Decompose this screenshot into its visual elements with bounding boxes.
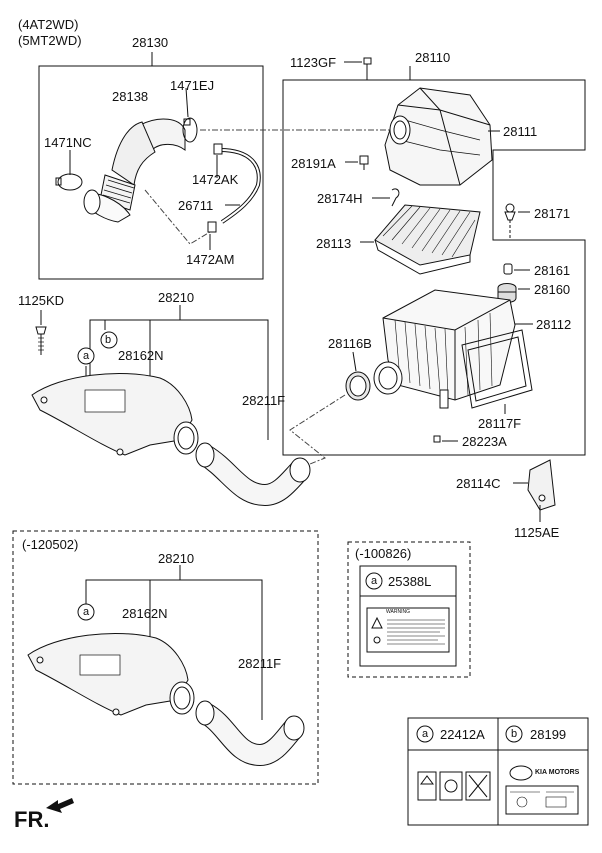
air-duct-28138-icon	[83, 118, 186, 223]
circle-letter-a: a	[83, 350, 90, 362]
clamp-1471EJ-icon	[182, 117, 198, 143]
callout-28162N: 28162N	[118, 348, 164, 363]
legend-letter-b: b	[511, 728, 518, 740]
callout-28138: 28138	[112, 89, 149, 104]
callout-1472AM: 1472AM	[186, 252, 235, 267]
warning-label-text: WARNING	[386, 609, 410, 615]
callout-1471NC: 1471NC	[44, 135, 92, 150]
callout-28110: 28110	[415, 50, 451, 65]
callout-28117F: 28117F	[478, 416, 522, 431]
callout-28161: 28161	[534, 263, 571, 278]
callout-1472AK: 1472AK	[192, 172, 239, 187]
clip-28223A-icon	[433, 435, 441, 443]
grommet-28161-icon	[503, 263, 513, 275]
air-cleaner-body-28112-icon	[373, 289, 516, 409]
callout-28113: 28113	[316, 236, 352, 251]
intake-hose-28211F-icon	[195, 442, 311, 507]
callout-28223A: 28223A	[462, 434, 507, 449]
callout-28211F-lower: 28211F	[238, 656, 282, 671]
callout-28160: 28160	[534, 282, 571, 297]
group-box-120502	[12, 530, 319, 785]
callout-28171: 28171	[534, 206, 571, 221]
front-direction-label: FR.	[14, 807, 50, 832]
callout-28210-lower: 28210	[158, 551, 195, 566]
callout-28116B: 28116B	[328, 336, 372, 351]
clamp-1471NC-icon	[55, 173, 83, 191]
gasket-28117F-icon	[461, 329, 533, 409]
legend-part-28199: 28199	[530, 727, 567, 742]
callout-25388L: 25388L	[388, 574, 432, 589]
callout-28174H: 28174H	[317, 191, 363, 206]
callout-26711: 26711	[178, 198, 214, 213]
circle-letter-b: b	[105, 334, 112, 346]
callout-28210: 28210	[158, 290, 195, 305]
circle-letter-a-label: a	[371, 575, 378, 587]
callout-1123GF: 1123GF	[290, 55, 337, 70]
intake-duct-28162N-lower-icon	[27, 633, 195, 716]
legend-letter-a: a	[422, 728, 429, 740]
label-28199-icon	[505, 765, 579, 815]
intake-duct-28162N-icon	[31, 373, 199, 456]
callout-1125AE: 1125AE	[514, 525, 560, 540]
callout-1471EJ: 1471EJ	[170, 78, 215, 93]
air-filter-28113-icon	[374, 204, 481, 275]
front-arrow-icon	[46, 798, 74, 813]
bracket-28114C-icon	[527, 459, 556, 511]
legend-part-22412A: 22412A	[440, 727, 485, 742]
range-label-120502: (-120502)	[22, 537, 79, 552]
callout-28111: 28111	[503, 124, 538, 139]
callout-1125KD: 1125KD	[18, 293, 65, 308]
group-box-100826	[347, 541, 471, 678]
variant-label-4at2wd: (4AT2WD)	[18, 17, 79, 32]
group-box-28110	[282, 66, 586, 456]
circle-letter-a-lower: a	[83, 606, 90, 618]
callout-28130: 28130	[132, 35, 169, 50]
range-label-100826: (-100826)	[355, 546, 412, 561]
clip-28191A-icon	[359, 155, 369, 170]
bolt-28171-icon	[504, 203, 516, 240]
callout-28211F: 28211F	[242, 393, 286, 408]
seal-28116B-icon	[345, 371, 371, 401]
bolt-1125KD-icon	[35, 326, 47, 355]
callout-28114C: 28114C	[456, 476, 501, 491]
intake-hose-28211F-lower-icon	[195, 700, 305, 767]
air-cleaner-cover-28111-icon	[384, 87, 493, 186]
callout-28191A: 28191A	[291, 156, 336, 171]
kia-logo-text: KIA MOTORS	[535, 769, 580, 776]
group-box-28130	[38, 65, 264, 280]
variant-label-5mt2wd: (5MT2WD)	[18, 33, 82, 48]
warning-label-25388L-icon	[366, 607, 450, 653]
callout-28112: 28112	[536, 317, 572, 332]
bolt-1123GF-icon	[363, 57, 372, 80]
callout-28162N-lower: 28162N	[122, 606, 168, 621]
hose-26711-icon	[207, 143, 261, 233]
clip-28174H-icon	[391, 188, 400, 207]
label-22412A-icon	[417, 771, 491, 801]
